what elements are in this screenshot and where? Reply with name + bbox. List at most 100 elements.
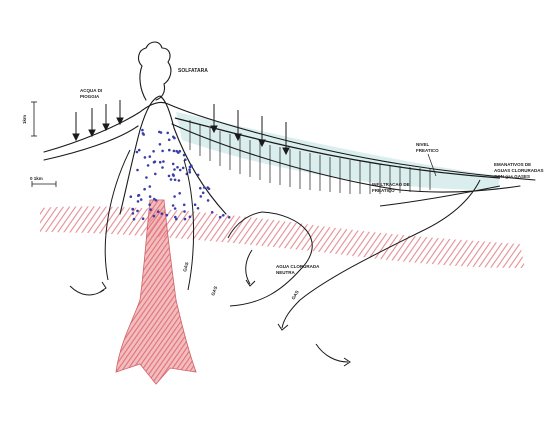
steam-dot — [142, 132, 145, 135]
steam-dot — [172, 204, 175, 207]
steam-dot — [149, 155, 152, 158]
steam-dot — [200, 195, 203, 198]
vertical-scale-bar — [31, 102, 37, 136]
horizontal-scale-bar — [32, 181, 56, 187]
steam-dot — [170, 178, 173, 181]
steam-dot — [161, 150, 164, 153]
steam-dot — [174, 179, 177, 182]
emergence-label-2: AGUAS CLORURADAS — [494, 168, 544, 173]
water-table-label-1: NIVEL — [416, 142, 430, 147]
steam-dot — [142, 217, 145, 220]
steam-dot — [177, 151, 180, 154]
steam-dot — [219, 216, 222, 219]
steam-dot — [228, 216, 231, 219]
steam-dot — [197, 174, 200, 177]
steam-dot — [206, 186, 209, 189]
steam-dot — [176, 166, 179, 169]
emergence-label-3: CON gas GASES — [494, 174, 530, 179]
steam-dot — [153, 215, 156, 218]
steam-dot — [144, 156, 147, 159]
steam-dot — [211, 211, 214, 214]
steam-dot — [178, 192, 181, 195]
rain-water-label-1: ACQUA DI — [80, 88, 102, 93]
horizontal-scale-label: 0 1km — [30, 176, 43, 181]
steam-dot — [149, 185, 152, 188]
steam-plume — [139, 42, 171, 100]
steam-dot — [145, 176, 148, 179]
steam-dot — [168, 139, 171, 142]
steam-dot — [159, 143, 162, 146]
steam-dot — [183, 204, 186, 207]
steam-dot — [190, 164, 193, 167]
steam-dot — [136, 151, 139, 154]
steam-dot — [189, 216, 192, 219]
steam-dot — [173, 195, 176, 198]
steam-dot — [132, 212, 135, 215]
steam-dot — [161, 166, 164, 169]
steam-dot — [160, 131, 163, 134]
solfatara-label: SOLFATARA — [178, 68, 208, 74]
steam-dot — [202, 192, 205, 195]
steam-dot — [166, 132, 169, 135]
steam-dot — [154, 173, 157, 176]
steam-dot — [133, 218, 136, 221]
steam-dot — [173, 168, 176, 171]
steam-dot — [140, 198, 143, 201]
steam-dot — [157, 210, 160, 213]
emergence-label-1: EMANATIVOS DE — [494, 162, 531, 167]
steam-dot — [175, 218, 178, 221]
steam-dot — [172, 136, 175, 139]
steam-dot — [137, 200, 140, 203]
steam-dot — [178, 179, 181, 182]
steam-dot — [153, 198, 156, 201]
steam-dot — [184, 218, 187, 221]
steam-dot — [197, 207, 200, 210]
vertical-scale-label: 1km — [22, 115, 27, 124]
rain-water-label-2: PIOGGIA — [80, 94, 100, 99]
steam-dot — [143, 188, 146, 191]
infiltration-label-1: INFILTRACAO DE — [372, 182, 410, 187]
water-table-label-2: FREATICO — [416, 148, 439, 153]
steam-dot — [136, 210, 139, 213]
steam-dot — [179, 169, 182, 172]
steam-dot — [148, 203, 151, 206]
steam-dot — [172, 163, 175, 166]
steam-dot — [168, 175, 171, 178]
steam-dot — [207, 199, 210, 202]
steam-dot — [168, 149, 171, 152]
steam-dot — [166, 214, 169, 217]
steam-dot — [130, 195, 133, 198]
rain-arrows-left — [73, 100, 123, 140]
steam-dot — [149, 208, 152, 211]
steam-dot — [149, 195, 152, 198]
steam-dot — [174, 207, 177, 210]
steam-dot — [162, 160, 165, 163]
steam-dot — [138, 149, 141, 152]
steam-dot — [203, 186, 206, 189]
steam-dot — [172, 173, 175, 176]
steam-dot — [194, 203, 197, 206]
steam-dot — [222, 214, 225, 217]
deep-water-label-2: NEUTRA — [276, 270, 295, 275]
gas-label-3: GAS — [291, 290, 300, 301]
steam-dot — [161, 212, 164, 215]
steam-dot — [152, 150, 155, 153]
steam-dot — [183, 154, 186, 157]
steam-dot — [138, 194, 141, 197]
steam-dot — [199, 187, 202, 190]
steam-dot — [131, 208, 134, 211]
gas-label-2: GAS — [210, 285, 218, 296]
steam-dot — [173, 150, 176, 153]
steam-dot — [154, 160, 157, 163]
gas-label-1: GAS — [182, 262, 189, 273]
steam-dot — [188, 168, 191, 171]
steam-dot — [159, 161, 162, 164]
steam-dot — [147, 164, 150, 167]
steam-dot — [189, 171, 192, 174]
steam-dot — [136, 169, 139, 172]
steam-dot — [182, 167, 185, 170]
steam-dot — [183, 210, 186, 213]
steam-dot — [141, 129, 144, 132]
deep-water-label-1: AGUA CLORURADA — [276, 264, 320, 269]
